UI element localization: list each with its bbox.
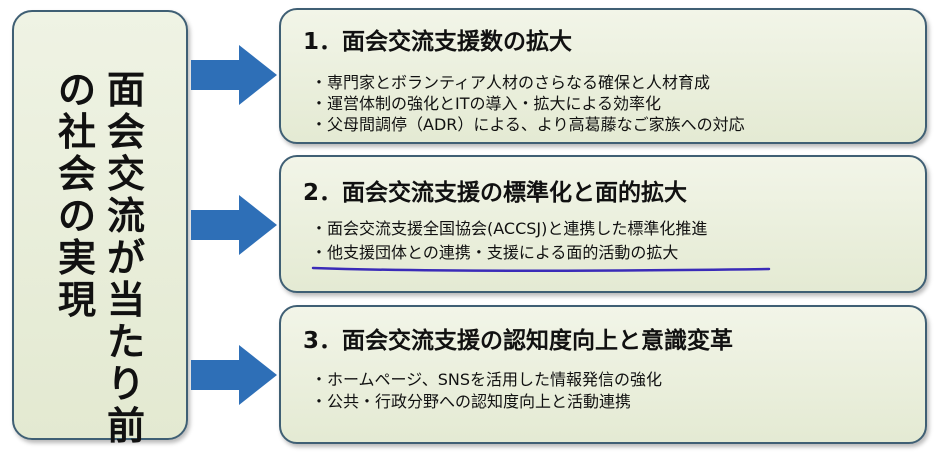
goal-char: 会 [107,110,146,154]
measure-list: ・面会交流支援全国協会(ACCSJ)と連携した標準化推進 ・他支援団体との連携・… [311,217,707,265]
goal-char: 前 [107,404,146,448]
measure-title: 3．面会交流支援の認知度向上と意識変革 [303,328,734,354]
arrow-right-icon [191,195,277,255]
left-goal-box: 面 会 交 流 が 当 た り 前 の 社 会 の 実 現 [12,10,188,447]
goal-char: 面 [107,68,146,112]
measure-list: ・ホームページ、SNSを活用した情報発信の強化 ・公共・行政分野への認知度向上と… [311,369,662,413]
goal-char: 会 [58,152,97,196]
list-item: ・面会交流支援全国協会(ACCSJ)と連携した標準化推進 [311,219,708,238]
list-item: ・他支援団体との連携・支援による面的活動の拡大 [311,243,679,262]
goal-char: 流 [107,194,146,238]
goal-char: 交 [107,152,146,196]
goal-text-column-1: 面 会 交 流 が 当 た り 前 [107,69,145,447]
goal-char: 当 [107,278,146,322]
measure-box-3: 3．面会交流支援の認知度向上と意識変革 ・ホームページ、SNSを活用した情報発信… [279,305,927,444]
measure-title: 1．面会交流支援数の拡大 [303,29,573,55]
goal-char: り [107,362,146,406]
list-item: ・運営体制の強化とITの導入・拡大による効率化 [311,94,662,113]
goal-char: 現 [58,278,97,322]
goal-char: た [107,320,146,364]
list-item: ・公共・行政分野への認知度向上と活動連携 [311,392,632,411]
goal-char: 実 [58,236,97,280]
goal-char: の [58,68,97,112]
measure-box-1: 1．面会交流支援数の拡大 ・専門家とボランティア人材のさらなる確保と人材育成 ・… [279,8,927,144]
goal-text-column-2: の 社 会 の 実 現 [58,69,96,321]
measure-title: 2．面会交流支援の標準化と面的拡大 [303,180,688,206]
measure-box-2: 2．面会交流支援の標準化と面的拡大 ・面会交流支援全国協会(ACCSJ)と連携し… [279,155,927,293]
measure-list: ・専門家とボランティア人材のさらなる確保と人材育成 ・運営体制の強化とITの導入… [311,72,745,135]
highlight-underline [311,266,771,272]
goal-char: の [58,194,97,238]
arrow-right-icon [191,345,277,405]
list-item: ・専門家とボランティア人材のさらなる確保と人材育成 [311,73,711,92]
list-item: ・父母間調停（ADR）による、より高葛藤なご家族への対応 [311,115,745,134]
list-item: ・ホームページ、SNSを活用した情報発信の強化 [311,370,663,389]
arrow-right-icon [191,45,277,105]
goal-char: が [107,236,146,280]
goal-char: 社 [58,110,97,154]
